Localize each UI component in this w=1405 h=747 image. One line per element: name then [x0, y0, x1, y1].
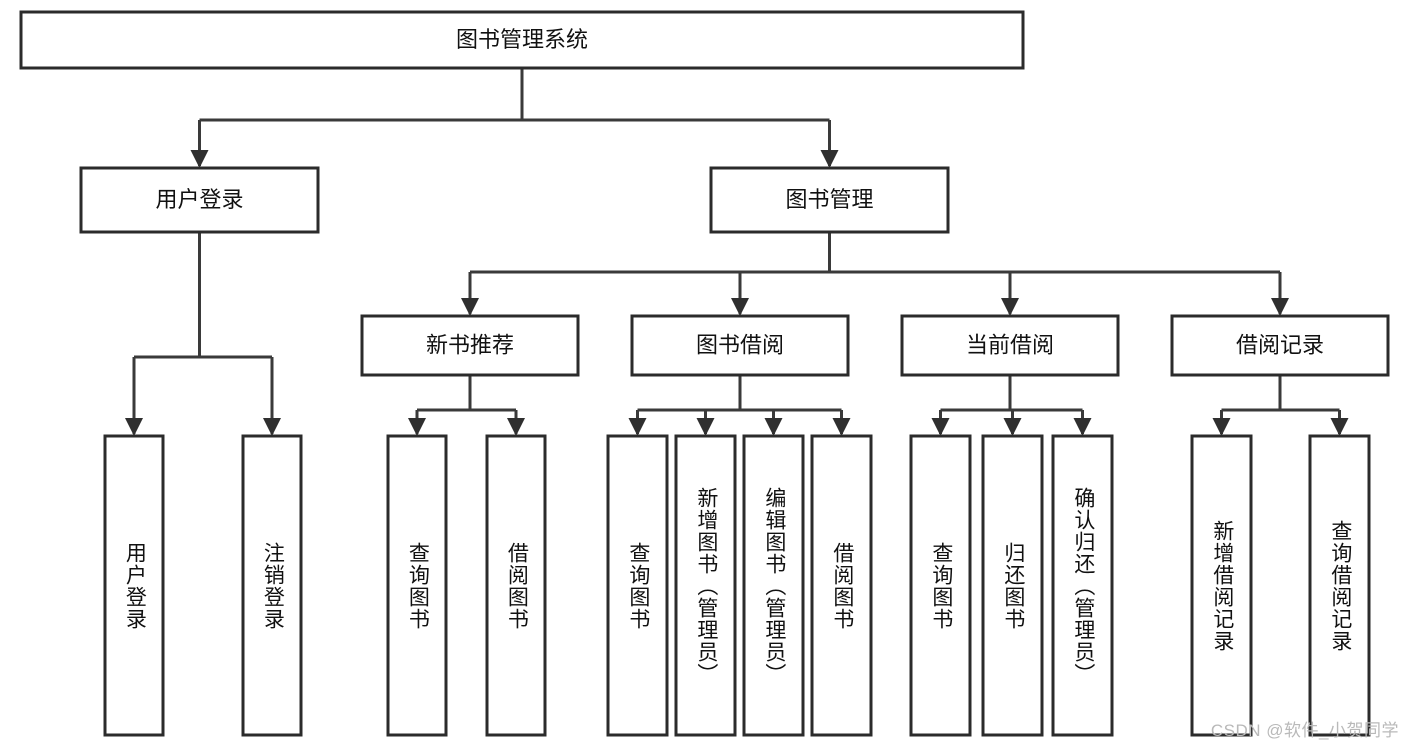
leaf-node-leaf-borrow-book-rec[interactable]: [485, 434, 547, 737]
node-new-book-rec[interactable]: 新书推荐: [360, 314, 580, 377]
arrow-to-leaf-query-book-borrow: [628, 418, 647, 436]
leaf-box-outline: [241, 434, 303, 737]
leaf-box-outline: [674, 434, 737, 737]
node-label: 用户登录: [155, 187, 243, 212]
leaf-box-outline: [606, 434, 669, 737]
leaf-node-leaf-query-book-cur[interactable]: [909, 434, 972, 737]
arrow-to-leaf-add-book: [696, 418, 715, 436]
node-book-manage[interactable]: 图书管理: [709, 166, 950, 234]
leaf-box-outline: [386, 434, 448, 737]
arrow-to-leaf-user-login: [125, 418, 143, 436]
leaf-node-leaf-query-book-borrow[interactable]: [606, 434, 669, 737]
arrow-to-new-book-rec: [461, 298, 479, 316]
leaf-box-outline: [485, 434, 547, 737]
arrow-to-book-manage: [820, 150, 839, 168]
arrow-to-leaf-edit-book: [764, 418, 783, 436]
arrow-to-leaf-borrow-book: [832, 418, 851, 436]
connector-layer: [125, 68, 1349, 436]
node-label: 当前借阅: [966, 332, 1054, 357]
leaf-node-leaf-query-book-rec[interactable]: [386, 434, 448, 737]
arrow-to-leaf-borrow-book-rec: [507, 418, 525, 436]
leaf-box-outline: [810, 434, 873, 737]
arrow-to-book-borrow: [731, 298, 749, 316]
leaf-box-outline: [1190, 434, 1253, 737]
arrow-to-current-borrow: [1001, 298, 1019, 316]
node-label: 图书管理系统: [456, 27, 588, 52]
leaf-node-leaf-add-record[interactable]: [1190, 434, 1253, 737]
arrow-to-leaf-query-book-cur: [931, 418, 950, 436]
leaf-node-leaf-edit-book[interactable]: [742, 434, 805, 737]
node-book-borrow[interactable]: 图书借阅: [630, 314, 850, 377]
box-outline: [360, 314, 580, 377]
leaf-node-leaf-return-book[interactable]: [981, 434, 1044, 737]
arrow-to-leaf-user-logout: [263, 418, 281, 436]
box-outline: [630, 314, 850, 377]
leaf-box-outline: [981, 434, 1044, 737]
node-label: 借阅记录: [1236, 332, 1324, 357]
node-label: 新书推荐: [426, 332, 514, 357]
arrow-to-leaf-query-book-rec: [408, 418, 426, 436]
leaf-node-leaf-user-logout[interactable]: [241, 434, 303, 737]
leaf-node-leaf-borrow-book[interactable]: [810, 434, 873, 737]
arrow-to-leaf-return-book: [1003, 418, 1022, 436]
arrow-to-leaf-query-record: [1330, 418, 1349, 436]
node-current-borrow[interactable]: 当前借阅: [900, 314, 1120, 377]
leaf-box-outline: [909, 434, 972, 737]
arrow-to-user-login: [190, 150, 209, 168]
leaf-node-leaf-query-record[interactable]: [1308, 434, 1371, 737]
node-label: 图书借阅: [696, 332, 784, 357]
leaf-box-outline: [742, 434, 805, 737]
node-user-login[interactable]: 用户登录: [79, 166, 320, 234]
node-label: 图书管理: [785, 187, 873, 212]
arrow-to-leaf-add-record: [1212, 418, 1231, 436]
leaf-box-outline: [1051, 434, 1114, 737]
leaf-node-leaf-confirm-return[interactable]: [1051, 434, 1114, 737]
box-outline: [79, 166, 320, 234]
box-outline: [900, 314, 1120, 377]
leaf-node-leaf-add-book[interactable]: [674, 434, 737, 737]
box-outline: [709, 166, 950, 234]
node-borrow-record[interactable]: 借阅记录: [1170, 314, 1390, 377]
box-outline: [19, 10, 1025, 70]
leaf-node-leaf-user-login[interactable]: [103, 434, 165, 737]
box-outline: [1170, 314, 1390, 377]
arrow-to-borrow-record: [1271, 298, 1289, 316]
leaf-box-outline: [1308, 434, 1371, 737]
node-root[interactable]: 图书管理系统: [19, 10, 1025, 70]
leaf-box-outline: [103, 434, 165, 737]
arrow-to-leaf-confirm-return: [1073, 418, 1092, 436]
